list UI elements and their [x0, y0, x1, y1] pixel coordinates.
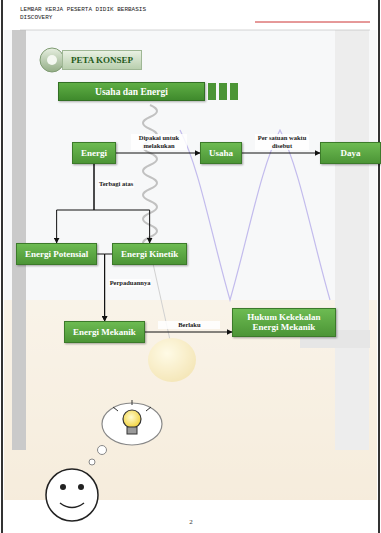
connector-arrow — [105, 254, 112, 321]
sine-trace — [180, 130, 330, 300]
header-rule — [255, 22, 370, 23]
node-text: PETA KONSEP — [71, 55, 133, 65]
concept-box: Energi Potensial — [16, 243, 97, 265]
page-number: 2 — [186, 518, 196, 526]
concept-box: Usaha — [200, 142, 242, 164]
connector-arrow — [116, 153, 200, 154]
header-rule — [20, 30, 370, 31]
connector-label: Per satuan waktu disebut — [255, 134, 309, 150]
light-bulb — [123, 410, 141, 428]
right-pole — [335, 30, 369, 450]
banner-knob — [47, 55, 57, 65]
node-text: Usaha — [209, 148, 233, 158]
concept-box: Hukum Kekekalan Energi Mekanik — [232, 308, 336, 337]
connector-arrow — [94, 164, 150, 243]
concept-box: Energi Mekanik — [64, 321, 145, 343]
connector-label: Dipakai untuk melakukan — [131, 134, 187, 150]
concept-box: Energi — [72, 142, 116, 164]
page-border — [1, 0, 3, 533]
banner-knob — [40, 48, 64, 72]
concept-map-banner: PETA KONSEP — [62, 50, 142, 70]
connector-arrow — [145, 332, 232, 333]
header-text: LEMBAR KERJA PESERTA DIDIK BERBASIS DISC… — [20, 6, 160, 22]
connector-arrow — [97, 254, 104, 321]
concept-box: Daya — [320, 142, 381, 164]
connector-label: Berlaku — [158, 321, 220, 329]
page-border — [378, 0, 380, 533]
pendulum-ball — [148, 338, 196, 382]
title-text: Usaha dan Energi — [95, 87, 168, 97]
pendulum-scene — [4, 30, 377, 500]
table — [4, 300, 377, 500]
node-text: Hukum Kekekalan Energi Mekanik — [241, 312, 327, 333]
connector-label: Terbagi atas — [98, 180, 134, 188]
wall — [4, 30, 377, 300]
node-text: Daya — [341, 148, 361, 158]
node-text: Energi Mekanik — [73, 327, 136, 337]
left-pole — [12, 30, 26, 450]
node-text: Energi Potensial — [25, 249, 88, 259]
connector-arrow — [57, 164, 94, 243]
title-square — [208, 83, 216, 100]
title-banner: Usaha dan Energi — [58, 82, 205, 101]
title-square — [219, 83, 227, 100]
title-square — [230, 83, 238, 100]
connector-label: Perpaduannya — [109, 279, 152, 287]
smiley-face — [46, 469, 98, 521]
thought-bubble — [89, 400, 162, 465]
connector-arrow — [242, 153, 320, 154]
node-text: Energi Kinetik — [121, 249, 178, 259]
concept-box: Energi Kinetik — [112, 243, 187, 265]
node-text: Energi — [81, 148, 107, 158]
